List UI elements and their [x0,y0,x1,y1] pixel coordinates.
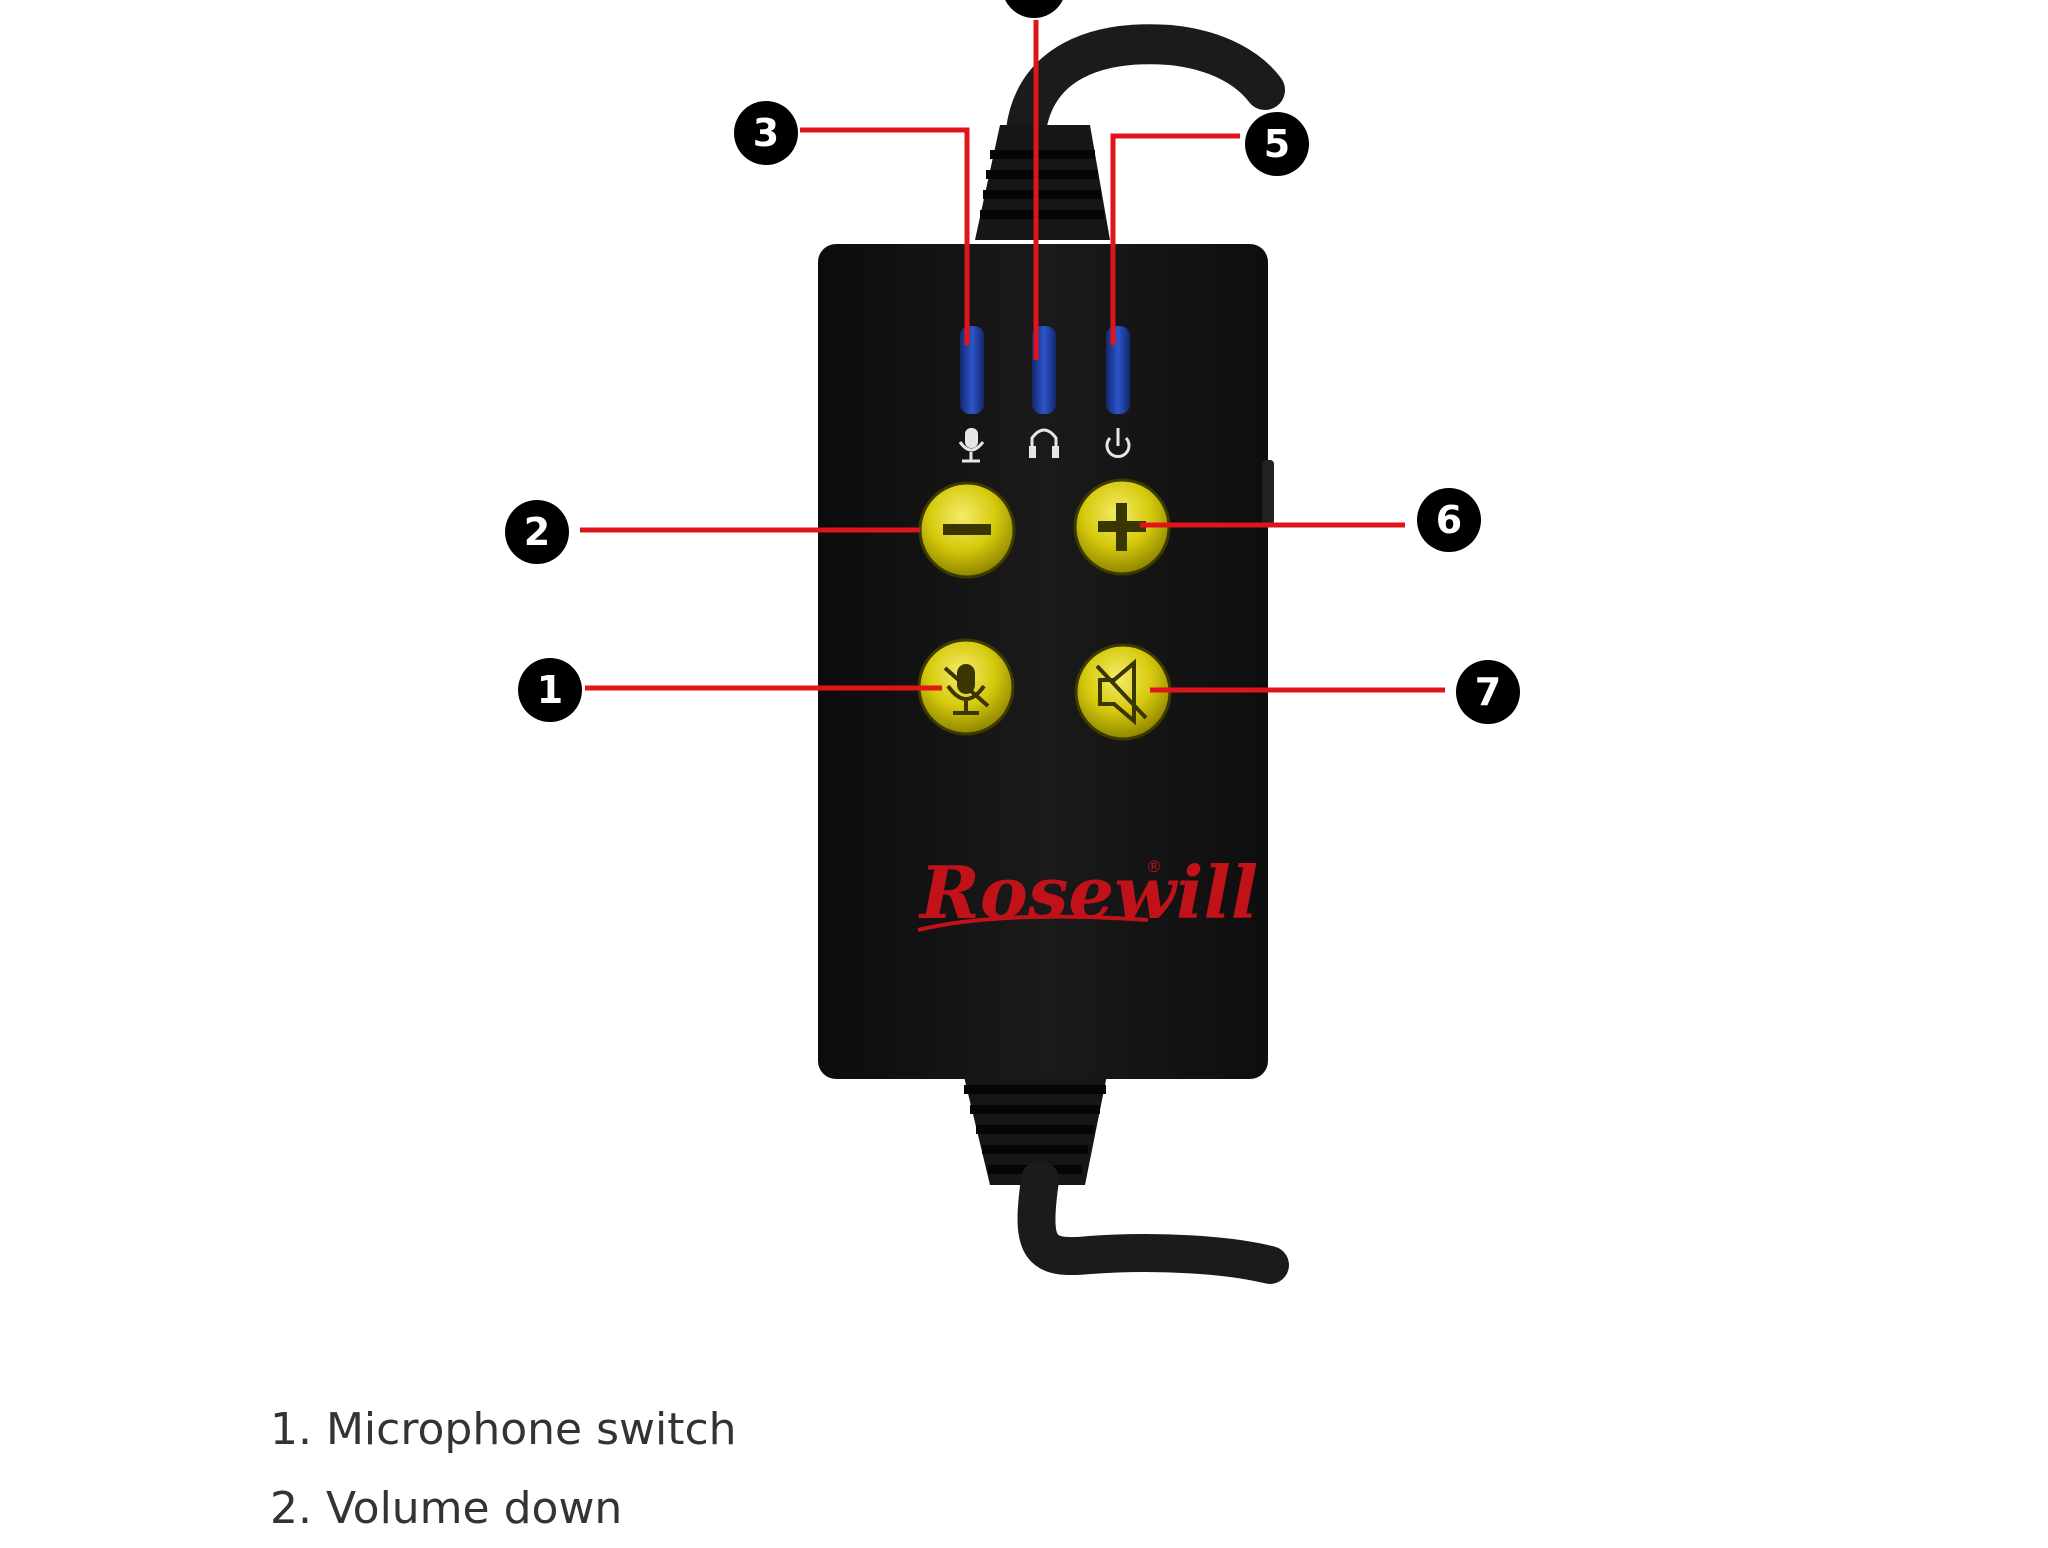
svg-text:5: 5 [1264,122,1290,166]
svg-text:7: 7 [1475,670,1501,714]
power-led [1106,326,1130,414]
microphone-icon [958,428,985,463]
svg-text:1: 1 [537,668,563,712]
speaker-mute-icon [1095,658,1148,726]
minus-icon [943,524,991,535]
callout-line-5 [1110,133,1240,345]
power-icon [1105,428,1131,458]
svg-text:3: 3 [753,111,779,155]
microphone-mute-icon [943,664,990,715]
top-strain-relief [975,125,1110,240]
svg-text:®: ® [1146,857,1162,876]
callout-5: 5 [1245,112,1309,176]
callout-6: 6 [1417,488,1481,552]
remote-body [818,244,1268,1079]
side-switch [1262,460,1274,525]
callout-1: 1 [518,658,582,722]
legend-item-1: 1. Microphone switch [270,1404,737,1455]
legend-item-2: 2. Volume down [270,1483,623,1534]
callout-lines [580,20,1445,693]
legend-list: 1. Microphone switch 2. Volume down [270,1390,737,1548]
svg-text:4: 4 [1021,0,1047,8]
callout-3: 3 [734,101,798,165]
bottom-cable [1017,1161,1289,1284]
headset-icon [1029,428,1059,458]
plus-icon [1098,503,1146,551]
callout-2: 2 [505,500,569,564]
volume-down-button[interactable] [918,481,1016,579]
mic-led [960,326,984,414]
callout-line-3 [800,127,970,345]
callout-4: 4 [1005,0,1063,18]
callout-7: 7 [1456,660,1520,724]
svg-text:6: 6 [1436,498,1462,542]
brand-logo: Rosewill ® [917,850,1258,935]
top-cable [1005,24,1285,160]
svg-text:2: 2 [524,510,550,554]
